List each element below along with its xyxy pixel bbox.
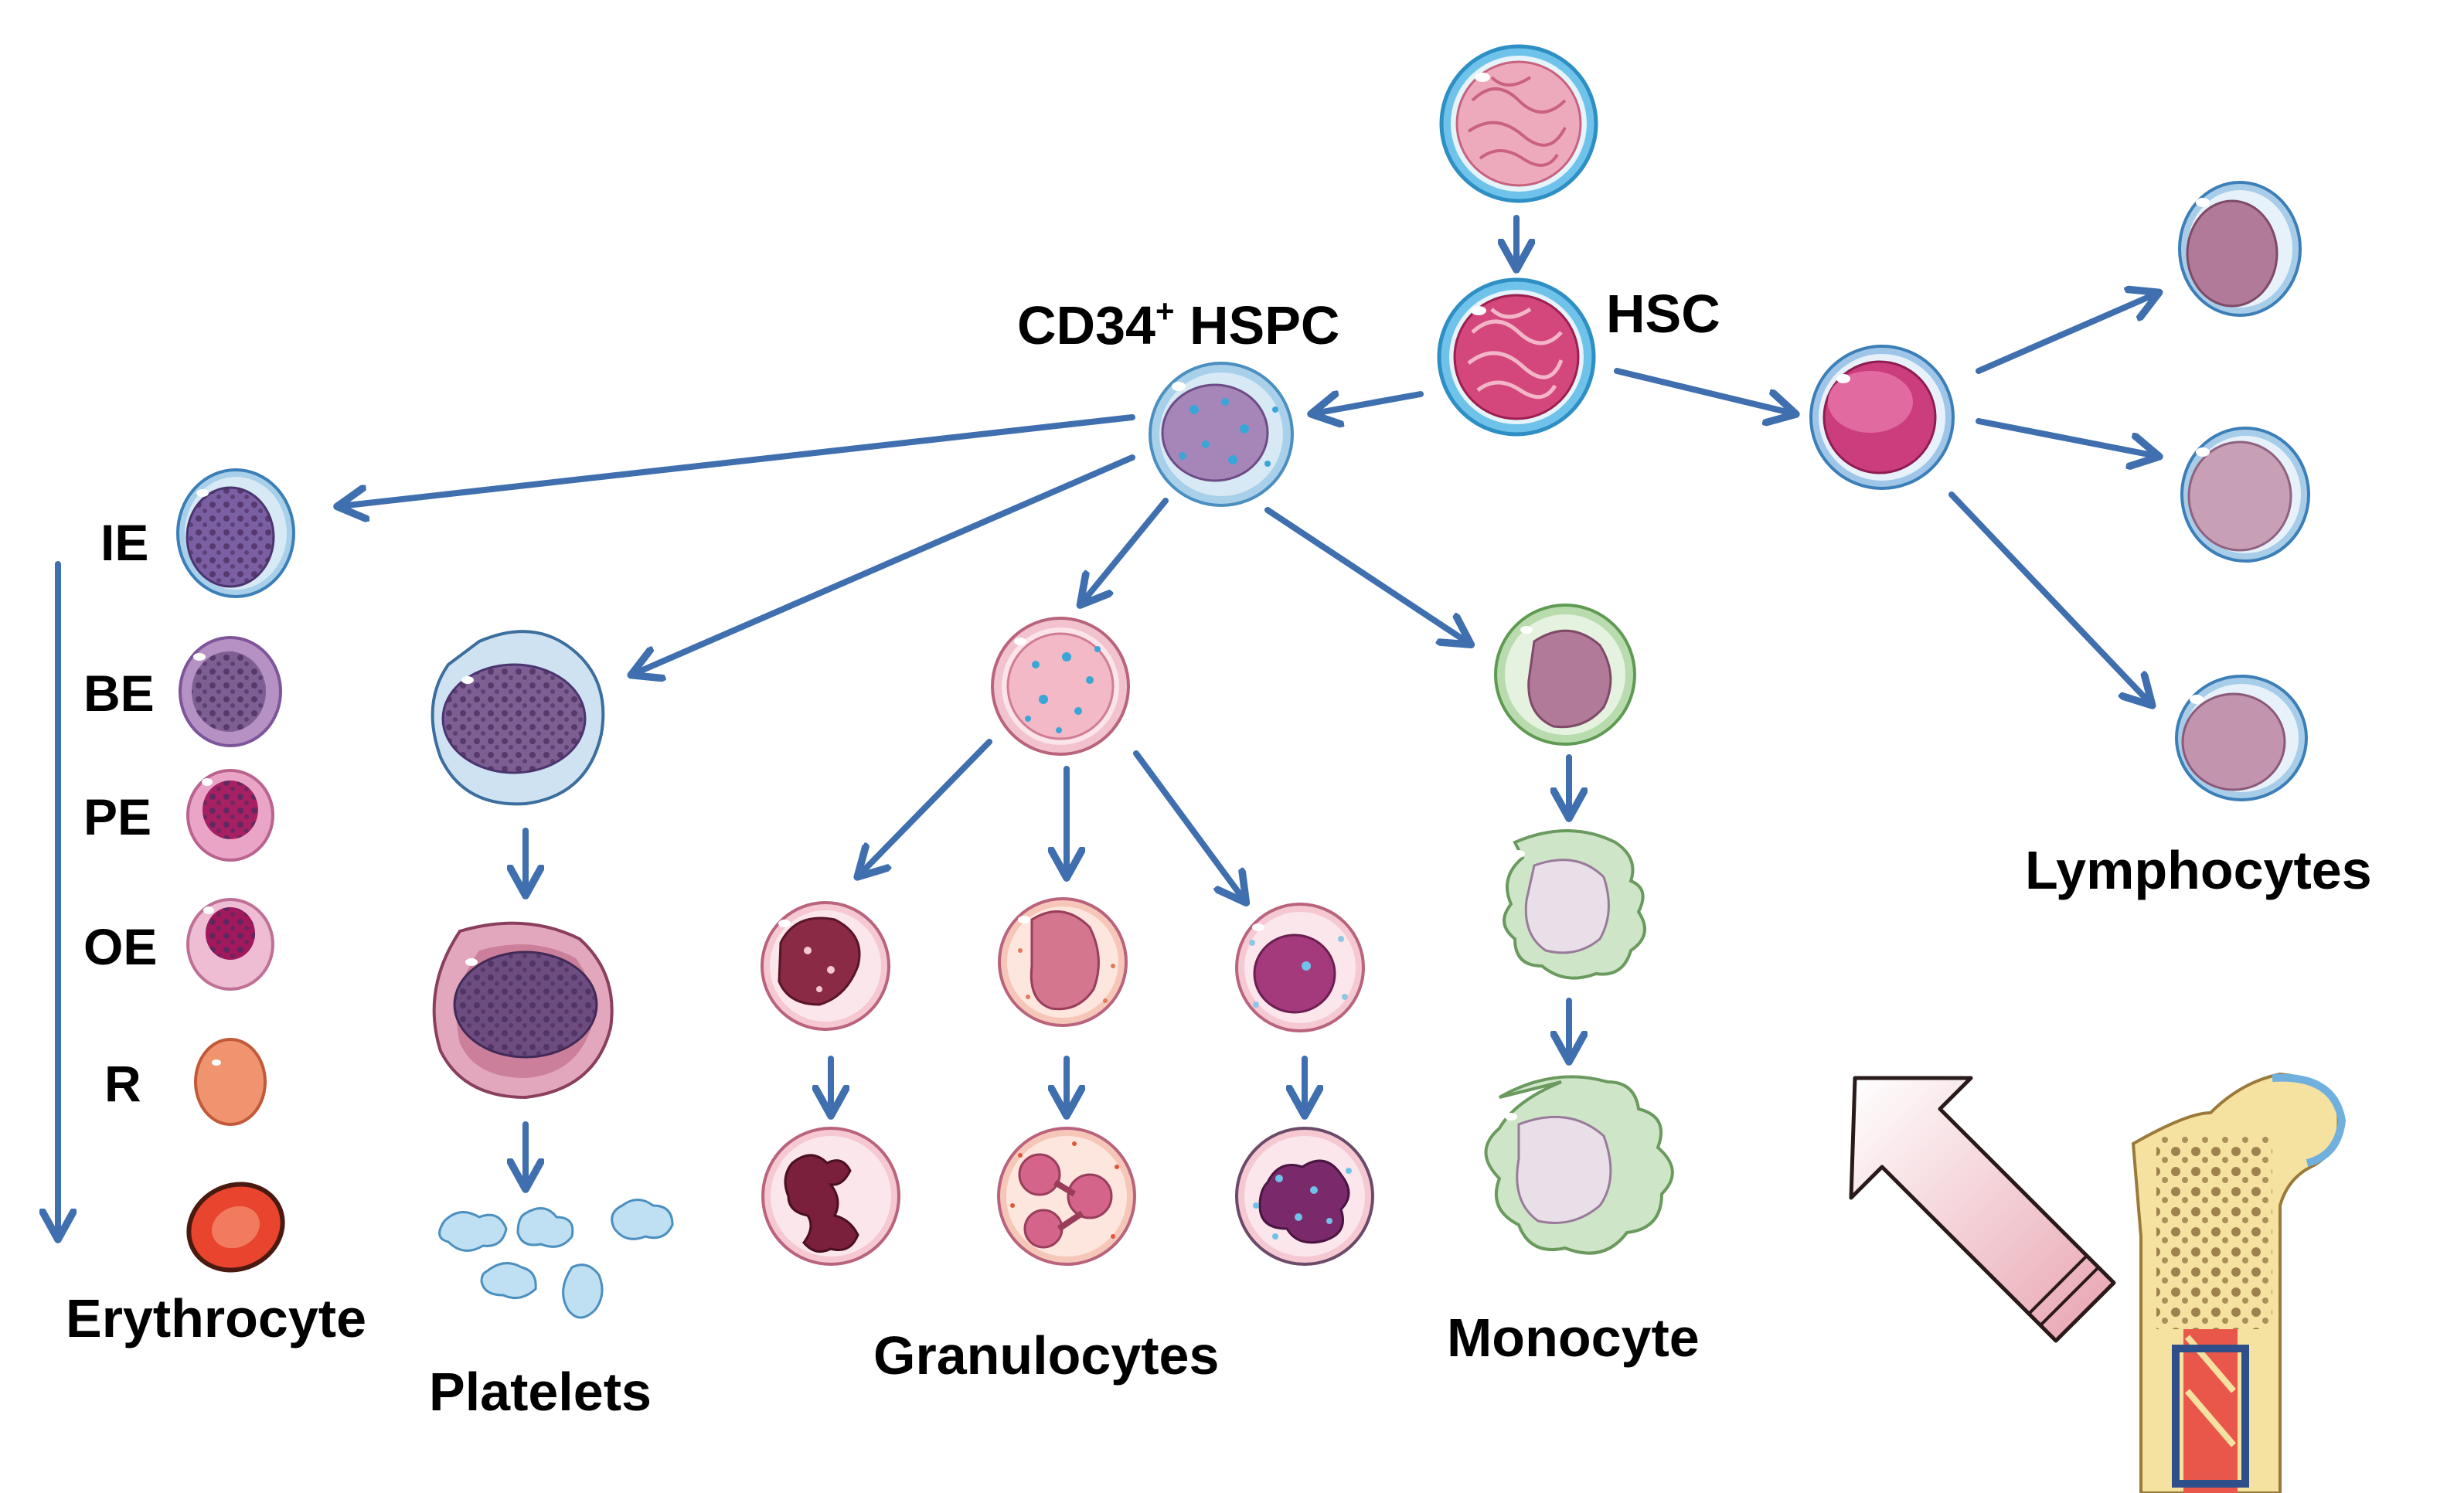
be-cell-icon bbox=[179, 636, 282, 747]
labels: HSC CD34+ HSPC Lymphocytes Erythrocyte P… bbox=[66, 284, 2372, 1422]
stage-label-be: BE bbox=[83, 665, 155, 722]
basophil-icon bbox=[761, 1127, 900, 1266]
arrow-myeloblast-to-basophil-precursor bbox=[859, 739, 992, 875]
oe-cell-icon bbox=[186, 898, 274, 991]
basophil-precursor-icon bbox=[761, 901, 890, 1031]
arrow-hspc-to-ie bbox=[340, 414, 1135, 506]
myeloblast-icon bbox=[991, 617, 1130, 756]
granulocytes-label: Granulocytes bbox=[873, 1325, 1219, 1386]
reticulocyte-icon bbox=[194, 1038, 267, 1126]
hsc-cell-icon bbox=[1437, 277, 1596, 437]
monoblast-icon bbox=[1494, 604, 1636, 746]
arrow-lymphoid-to-lymph3 bbox=[1948, 491, 2150, 703]
neutrophil-precursor-icon bbox=[998, 897, 1128, 1027]
megakaryoblast-icon bbox=[431, 630, 605, 806]
arrow-hspc-to-monoblast bbox=[1264, 507, 1469, 643]
stage-label-pe: PE bbox=[83, 788, 151, 845]
hspc-label: CD34+ HSPC bbox=[1017, 293, 1339, 355]
arrow-hsc-to-lymphoid bbox=[1614, 368, 1793, 413]
arrow-hspc-to-megakaryoblast bbox=[634, 454, 1135, 674]
arrow-myeloblast-to-eosinophil-precursor bbox=[1133, 750, 1244, 900]
megakaryocyte-icon bbox=[432, 921, 614, 1100]
lymphoid-progenitor-icon bbox=[1809, 345, 1955, 490]
eosinophil-icon bbox=[1235, 1127, 1374, 1266]
monocyte-label: Monocyte bbox=[1447, 1308, 1700, 1368]
erythrocyte-label: Erythrocyte bbox=[66, 1288, 366, 1348]
lymphocyte-2-icon bbox=[2180, 427, 2310, 563]
lymphocyte-3-icon bbox=[2175, 675, 2308, 801]
hspc-cell-icon bbox=[1149, 362, 1294, 507]
stage-label-r: R bbox=[104, 1055, 141, 1112]
lymphocytes-label: Lymphocytes bbox=[2025, 840, 2372, 900]
progenitor-cell-icon bbox=[1439, 44, 1598, 203]
arrow-hspc-to-myeloblast bbox=[1082, 498, 1169, 603]
lymphocyte-1-icon bbox=[2178, 181, 2302, 317]
bone-marrow-arrow-icon bbox=[1849, 1076, 2116, 1343]
arrow-lymphoid-to-lymph2 bbox=[1976, 418, 2156, 456]
arrows bbox=[58, 215, 2156, 1236]
eosinophil-precursor-icon bbox=[1235, 903, 1365, 1032]
erythrocyte-icon bbox=[186, 1182, 285, 1273]
arrow-hsc-to-hspc bbox=[1314, 394, 1424, 413]
promonocyte-icon bbox=[1503, 829, 1646, 980]
platelets-label: Platelets bbox=[429, 1362, 652, 1422]
femur-bone-icon bbox=[2131, 1072, 2347, 1493]
neutrophil-icon bbox=[997, 1127, 1136, 1266]
pe-cell-icon bbox=[186, 769, 274, 862]
hsc-label: HSC bbox=[1606, 284, 1720, 344]
platelets-icon bbox=[438, 1199, 674, 1319]
monocyte-icon bbox=[1484, 1075, 1674, 1255]
arrow-lymphoid-to-lymph1 bbox=[1976, 294, 2156, 374]
ie-cell-icon bbox=[176, 468, 295, 598]
stage-label-ie: IE bbox=[100, 514, 148, 571]
stage-label-oe: OE bbox=[83, 918, 157, 975]
